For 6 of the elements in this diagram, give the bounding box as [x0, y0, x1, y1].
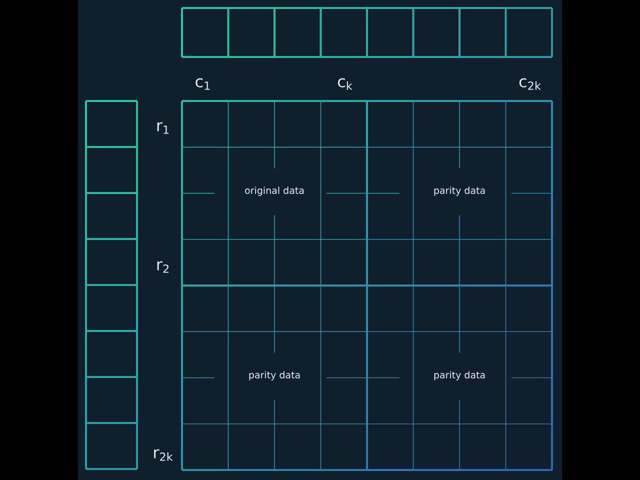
axis-label: c$_{k}$	[338, 78, 352, 90]
quadrant-box: parity data	[366, 284, 553, 471]
axis-label: r$_{2}$	[157, 261, 168, 273]
quadrant-box: parity data	[366, 100, 553, 286]
quadrant-box: original data	[181, 100, 368, 286]
quadrant-box: parity data	[181, 284, 368, 471]
